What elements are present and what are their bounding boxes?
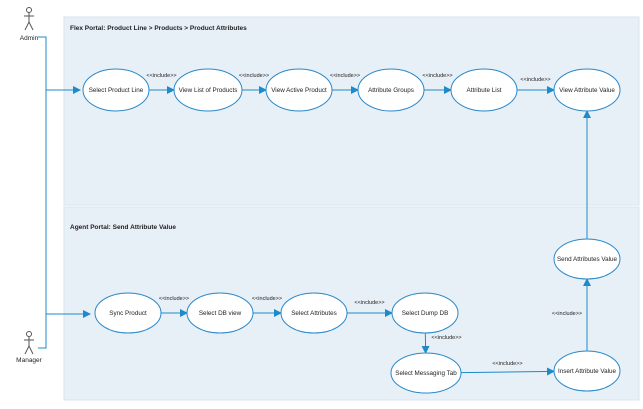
use-case-ellipse xyxy=(553,238,621,280)
use-case-ellipse xyxy=(186,292,254,334)
use-case-sync-product: Sync Product xyxy=(94,292,162,334)
include-label-view-active-product: <<include>> xyxy=(330,73,360,79)
use-case-insert-attribute-value: Insert Attribute Value xyxy=(553,350,621,392)
use-case-label: View Attribute Value xyxy=(559,87,615,94)
include-label-select-product-line: <<include>> xyxy=(146,73,176,79)
actor-associations xyxy=(38,36,91,349)
include-label-attribute-list: <<include>> xyxy=(520,77,550,83)
use-case-label: Attribute Groups xyxy=(368,87,414,94)
use-case-ellipse xyxy=(391,292,459,334)
use-case-ellipse xyxy=(553,68,621,112)
flex-portal-title: Flex Portal: Product Line > Products > P… xyxy=(70,25,247,32)
include-label-view-list-of-products: <<include>> xyxy=(239,73,269,79)
use-case-label: View List of Products xyxy=(179,87,238,94)
include-label-select-dump-db: <<include>> xyxy=(431,335,461,341)
use-case-select-attributes: Select Attributes xyxy=(280,292,348,334)
use-case-label: Insert Attribute Value xyxy=(558,368,616,375)
include-label-attribute-groups: <<include>> xyxy=(422,73,452,79)
use-case-select-dump-db: Select Dump DB xyxy=(391,292,459,334)
use-case-label: Attribute List xyxy=(467,87,502,94)
use-case-ellipse xyxy=(82,68,150,112)
use-case-view-active-product: View Active Product xyxy=(265,68,333,112)
use-case-label: View Active Product xyxy=(271,87,327,94)
use-case-ellipse xyxy=(173,68,243,112)
use-case-select-messaging-tab: Select Messaging Tab xyxy=(390,352,462,394)
actor-manager-label: Manager xyxy=(16,357,42,364)
use-case-label: Select DB view xyxy=(199,310,242,317)
actor-admin: Admin xyxy=(20,7,39,42)
use-case-label: Sync Product xyxy=(109,310,147,317)
use-case-label: Select Dump DB xyxy=(402,310,449,317)
use-case-ellipse xyxy=(357,68,425,112)
agent-portal-panel xyxy=(63,206,640,401)
include-label-insert-attribute-value: <<include>> xyxy=(552,311,582,317)
relation-select-messaging-tab-to-insert-attribute-value xyxy=(460,367,556,376)
flex-portal-panel xyxy=(63,16,640,206)
use-case-send-attributes-value: Send Attributes Value xyxy=(553,238,621,280)
actor-manager: Manager xyxy=(16,331,43,364)
use-case-view-attribute-value: View Attribute Value xyxy=(553,68,621,112)
use-case-select-db-view: Select DB view xyxy=(186,292,254,334)
use-case-label: Send Attributes Value xyxy=(557,256,618,263)
use-case-view-list-of-products: View List of Products xyxy=(173,68,243,112)
agent-portal-title: Agent Portal: Send Attribute Value xyxy=(70,224,176,231)
use-case-select-product-line: Select Product Line xyxy=(82,68,150,112)
use-case-label: Select Product Line xyxy=(89,87,144,94)
use-case-attribute-groups: Attribute Groups xyxy=(357,68,425,112)
use-case-ellipse xyxy=(94,292,162,334)
actor-admin-label: Admin xyxy=(20,35,39,42)
use-case-label: Select Messaging Tab xyxy=(395,370,457,377)
use-case-ellipse xyxy=(450,68,518,112)
use-case-ellipse xyxy=(553,350,621,392)
use-case-ellipse xyxy=(265,68,333,112)
include-label-select-messaging-tab: <<include>> xyxy=(492,361,522,367)
include-label-select-db-view: <<include>> xyxy=(252,296,282,302)
include-label-select-attributes: <<include>> xyxy=(354,300,384,306)
use-case-ellipse xyxy=(390,352,462,394)
use-case-ellipse xyxy=(280,292,348,334)
use-case-attribute-list: Attribute List xyxy=(450,68,518,112)
use-case-label: Select Attributes xyxy=(291,310,337,317)
include-label-sync-product: <<include>> xyxy=(159,296,189,302)
